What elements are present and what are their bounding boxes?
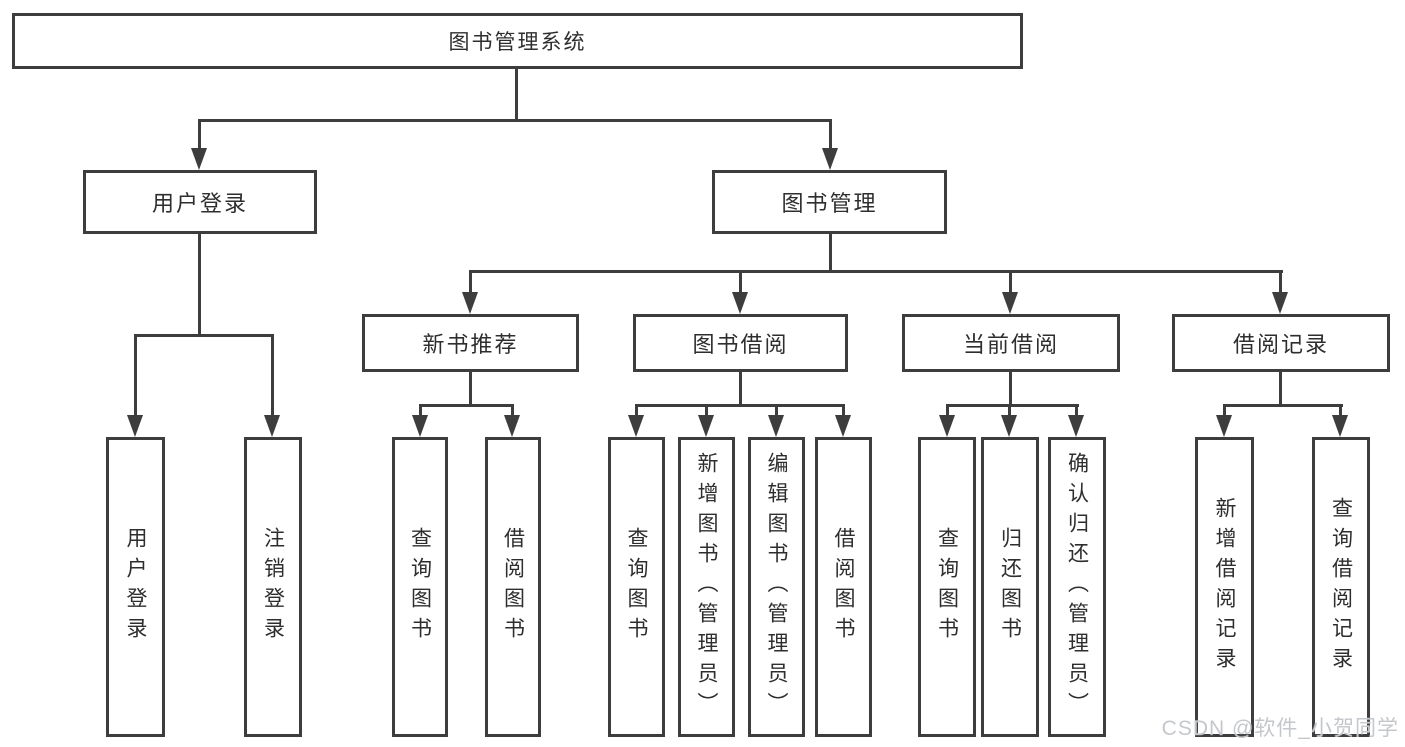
node-user-login: 用户登录 <box>83 170 317 234</box>
connector-line <box>271 334 274 417</box>
leaf-logout: 注销登录 <box>244 437 302 737</box>
connector-line <box>469 270 472 294</box>
connector-line <box>419 404 422 417</box>
connector-line <box>829 234 832 273</box>
connector-line <box>198 119 832 122</box>
arrow-down-icon <box>1068 415 1084 437</box>
connector-line <box>739 372 742 407</box>
arrow-down-icon <box>412 415 428 437</box>
leaf-recommend-query-books: 查询图书 <box>392 437 448 737</box>
connector-line <box>198 234 201 337</box>
leaf-user-login: 用户登录 <box>106 437 165 737</box>
connector-line <box>829 119 832 152</box>
connector-line <box>1009 372 1012 407</box>
leaf-current-query-books: 查询图书 <box>918 437 976 737</box>
leaf-borrow-books: 借阅图书 <box>815 437 872 737</box>
arrow-down-icon <box>1002 292 1018 314</box>
arrow-down-icon <box>191 148 207 170</box>
leaf-query-borrow-record: 查询借阅记录 <box>1312 437 1370 737</box>
connector-line <box>842 404 845 417</box>
connector-line <box>1008 404 1011 417</box>
connector-line <box>1279 372 1282 407</box>
connector-line <box>515 69 518 121</box>
arrow-down-icon <box>768 415 784 437</box>
arrow-down-icon <box>1332 415 1348 437</box>
leaf-recommend-borrow-books: 借阅图书 <box>485 437 541 737</box>
connector-line <box>946 404 1079 407</box>
arrow-down-icon <box>835 415 851 437</box>
connector-line <box>946 404 949 417</box>
node-library-system: 图书管理系统 <box>12 13 1023 69</box>
connector-line <box>198 119 201 152</box>
arrow-down-icon <box>1001 415 1017 437</box>
node-borrow-records: 借阅记录 <box>1172 314 1390 372</box>
leaf-confirm-return-admin: 确认归还（管理员） <box>1048 437 1106 737</box>
connector-line <box>1279 270 1282 294</box>
arrow-down-icon <box>698 415 714 437</box>
connector-line <box>739 270 742 294</box>
leaf-return-books: 归还图书 <box>981 437 1039 737</box>
connector-line <box>1223 404 1226 417</box>
connector-line <box>469 270 1283 273</box>
connector-line <box>1339 404 1342 417</box>
leaf-borrow-query-books: 查询图书 <box>608 437 665 737</box>
connector-line <box>469 372 472 407</box>
arrow-down-icon <box>1216 415 1232 437</box>
arrow-down-icon <box>127 415 143 437</box>
node-book-borrow: 图书借阅 <box>633 314 848 372</box>
arrow-down-icon <box>462 292 478 314</box>
node-new-book-recommend: 新书推荐 <box>362 314 579 372</box>
arrow-down-icon <box>504 415 520 437</box>
node-current-borrow: 当前借阅 <box>902 314 1120 372</box>
node-book-management: 图书管理 <box>712 170 947 234</box>
arrow-down-icon <box>732 292 748 314</box>
connector-line <box>1009 270 1012 294</box>
arrow-down-icon <box>822 148 838 170</box>
leaf-add-borrow-record: 新增借阅记录 <box>1195 437 1254 737</box>
connector-line <box>635 404 638 417</box>
connector-line <box>635 404 845 407</box>
connector-line <box>419 404 514 407</box>
connector-line <box>511 404 514 417</box>
connector-line <box>134 334 137 417</box>
connector-line <box>775 404 778 417</box>
connector-line <box>1223 404 1343 407</box>
arrow-down-icon <box>939 415 955 437</box>
leaf-edit-books-admin: 编辑图书（管理员） <box>748 437 805 737</box>
watermark: CSDN @软件_小贺同学 <box>1161 717 1399 740</box>
connector-line <box>705 404 708 417</box>
arrow-down-icon <box>628 415 644 437</box>
leaf-add-books-admin: 新增图书（管理员） <box>678 437 735 737</box>
connector-line <box>134 334 274 337</box>
arrow-down-icon <box>1272 292 1288 314</box>
connector-line <box>1075 404 1078 417</box>
arrow-down-icon <box>264 415 280 437</box>
